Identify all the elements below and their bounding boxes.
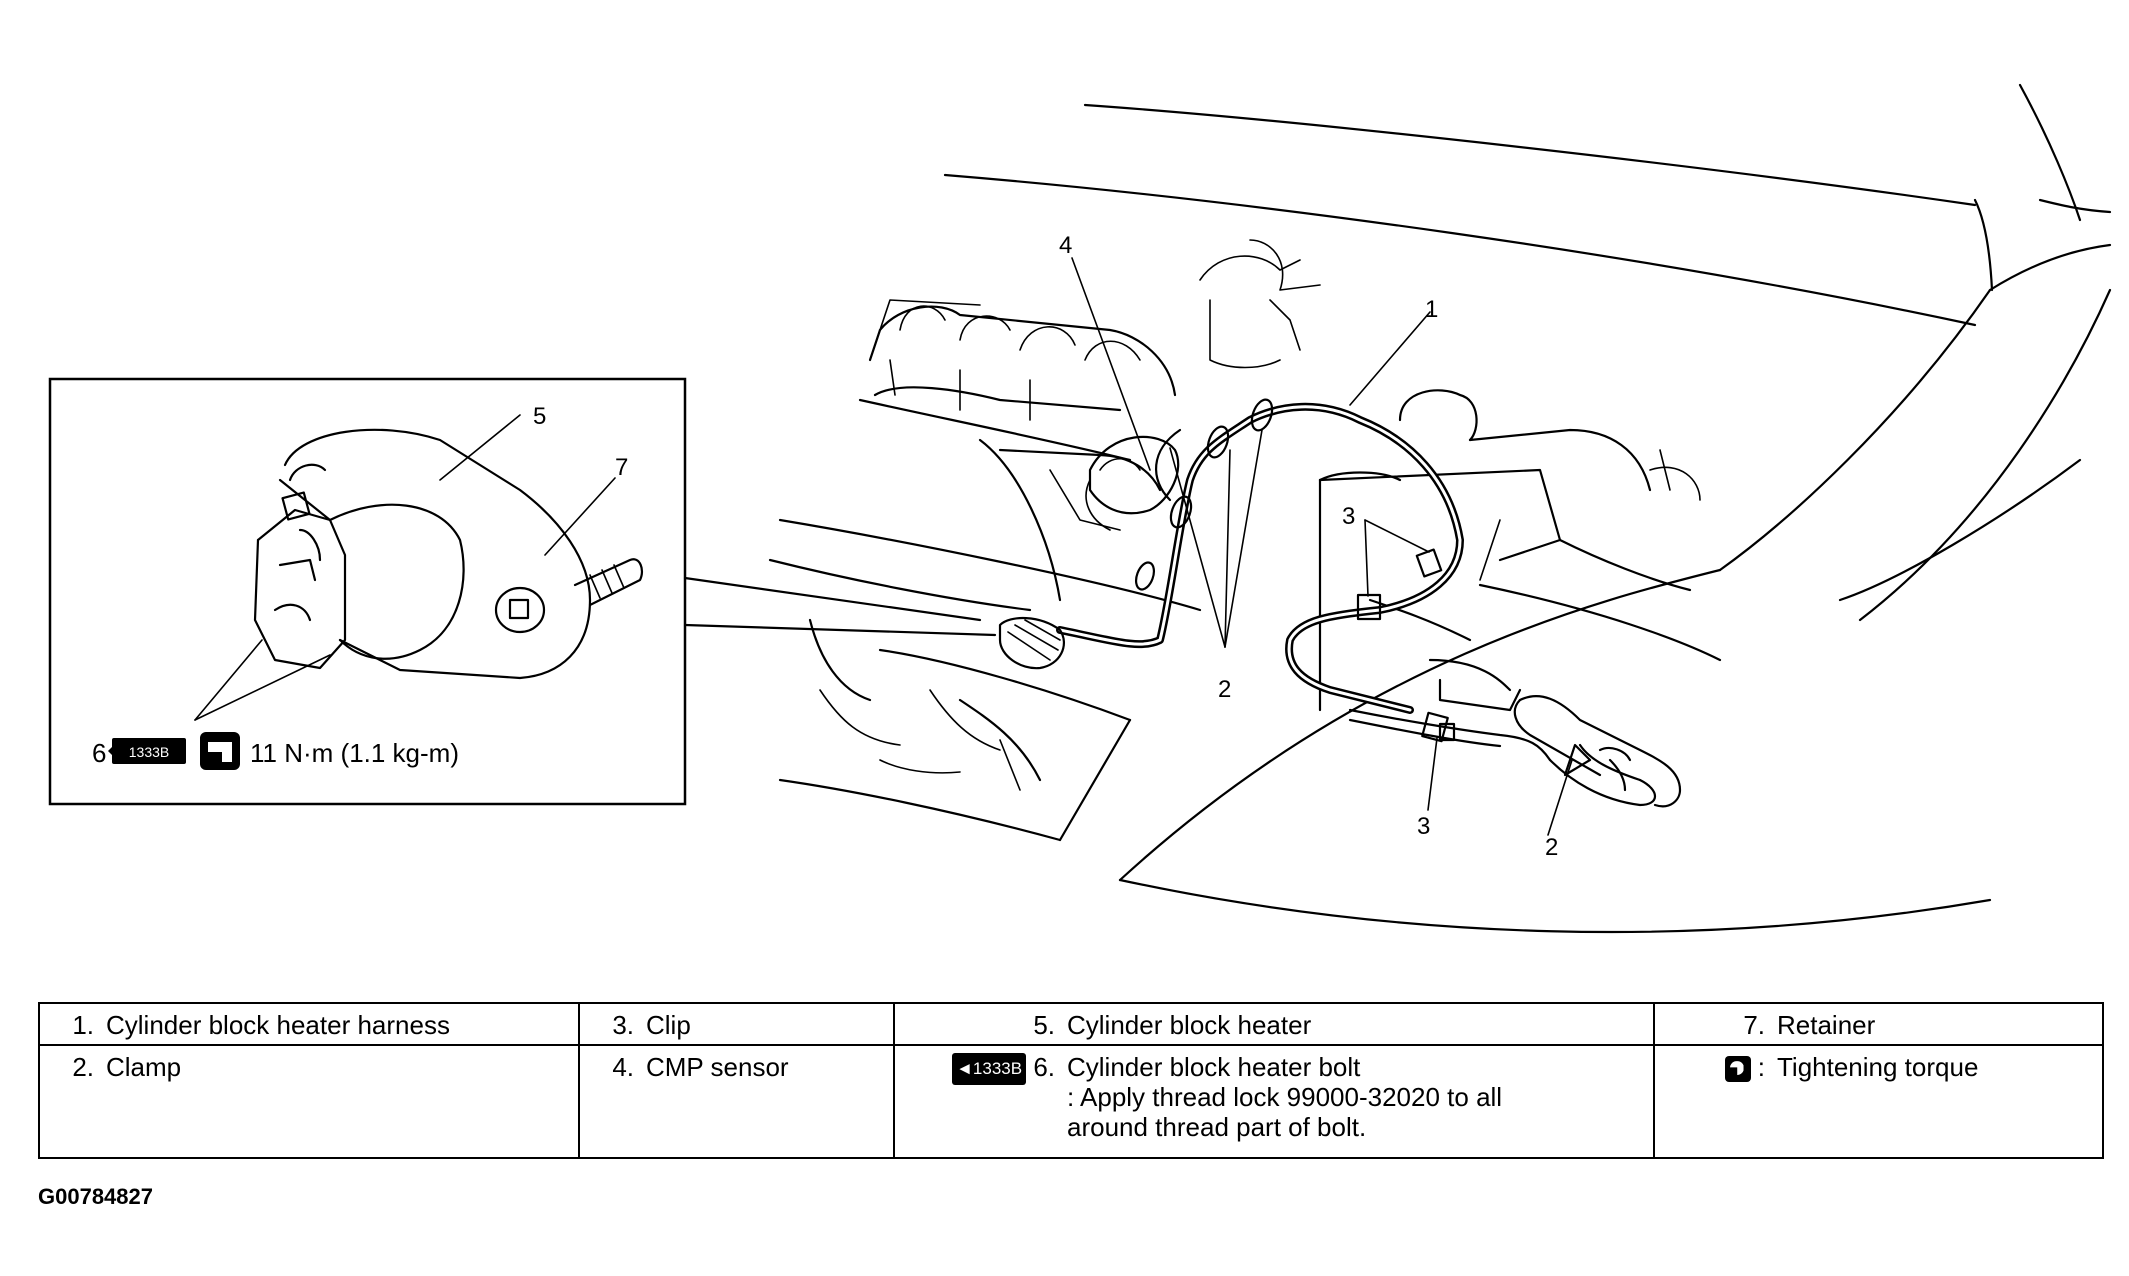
legend-item-5: 5.Cylinder block heater [893, 1002, 1655, 1046]
svg-text:1333B: 1333B [129, 744, 169, 760]
engine-diagram: 1333B 5 7 6 11 N·m (1.1 kg-m) 1 2 2 3 3 … [48, 83, 2112, 934]
callout-3-upper: 3 [1342, 503, 1355, 530]
callout-2-lower: 2 [1545, 834, 1558, 861]
thread-lock-badge-icon: ◄1333B [952, 1053, 1027, 1086]
callout-3-lower: 3 [1417, 813, 1430, 840]
engine-sketch [768, 239, 1701, 842]
torque-wrench-icon [1724, 1056, 1751, 1083]
callout-4: 4 [1059, 232, 1072, 259]
legend-item-7: 7.Retainer [1653, 1002, 2104, 1046]
heater-harness [998, 398, 1682, 808]
inset-badge-icon: 1333B [108, 738, 186, 764]
heater-detail-inset: 1333B [48, 377, 687, 806]
callout-2-upper: 2 [1218, 676, 1231, 703]
callout-1: 1 [1425, 296, 1438, 323]
leader-lines [683, 257, 1573, 836]
parts-legend: 1.Cylinder block heater harness 3.Clip 5… [38, 1002, 2104, 1159]
legend-item-1: 1.Cylinder block heater harness [38, 1002, 580, 1046]
callout-5: 5 [533, 403, 546, 430]
legend-row: 1.Cylinder block heater harness 3.Clip 5… [38, 1002, 2104, 1046]
legend-item-2: 2.Clamp [38, 1044, 580, 1159]
vehicle-body-outline [943, 83, 2112, 934]
callout-7: 7 [615, 454, 628, 481]
figure-code: G00784827 [38, 1184, 153, 1209]
torque-wrench-icon [200, 732, 240, 770]
legend-row: 2.Clamp 4.CMP sensor ◄1333B 6. Cylinder … [38, 1044, 2104, 1159]
legend-item-6: ◄1333B 6. Cylinder block heater bolt : A… [893, 1044, 1655, 1159]
legend-item-3: 3.Clip [578, 1002, 895, 1046]
legend-item-4: 4.CMP sensor [578, 1044, 895, 1159]
torque-spec: 11 N·m (1.1 kg-m) [250, 738, 459, 768]
callout-6: 6 [92, 738, 106, 768]
legend-item-torque: :Tightening torque [1653, 1044, 2104, 1159]
